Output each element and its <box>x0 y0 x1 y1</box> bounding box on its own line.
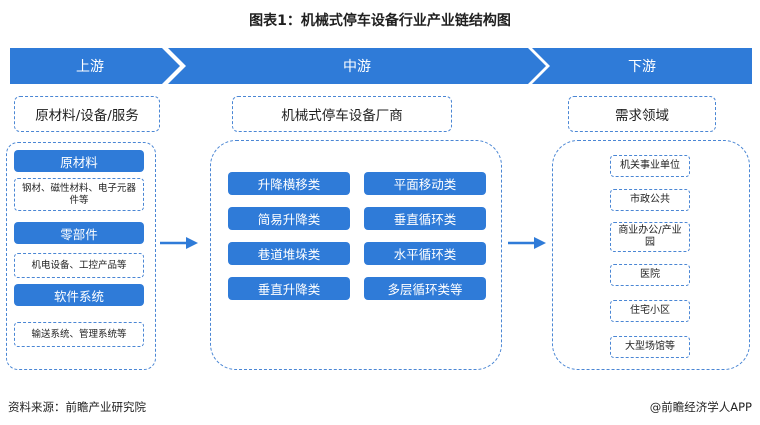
chevron-shape <box>532 48 752 84</box>
midstream-header: 机械式停车设备厂商 <box>232 96 452 132</box>
source-note: 资料来源：前瞻产业研究院 <box>8 400 146 414</box>
arrow-right-icon <box>508 237 546 249</box>
downstream-item: 大型场馆等 <box>610 336 690 358</box>
stage-upstream: 上游 <box>10 48 180 84</box>
chevron-shape <box>10 48 180 84</box>
midstream-item: 垂直升降类 <box>228 277 350 300</box>
upstream-detail-components: 机电设备、工控产品等 <box>14 253 144 278</box>
midstream-item: 水平循环类 <box>364 242 486 265</box>
midstream-item: 简易升降类 <box>228 207 350 230</box>
midstream-item: 多层循环类等 <box>364 277 486 300</box>
midstream-item: 平面移动类 <box>364 172 486 195</box>
stage-downstream-label: 下游 <box>628 59 656 75</box>
chevron-shape <box>168 48 546 84</box>
midstream-item: 升降横移类 <box>228 172 350 195</box>
downstream-header: 需求领域 <box>568 96 716 132</box>
stage-downstream: 下游 <box>532 48 752 84</box>
midstream-item: 垂直循环类 <box>364 207 486 230</box>
page-title: 图表1：机械式停车设备行业产业链结构图 <box>249 13 511 29</box>
stage-midstream: 中游 <box>168 48 546 84</box>
upstream-group-components: 零部件 <box>14 222 144 244</box>
downstream-item: 机关事业单位 <box>610 155 690 177</box>
downstream-item: 市政公共 <box>610 189 690 211</box>
downstream-item: 商业办公/产业园 <box>610 222 690 252</box>
arrow-right-icon <box>160 237 198 249</box>
upstream-header: 原材料/设备/服务 <box>14 96 160 132</box>
downstream-item: 住宅小区 <box>610 300 690 322</box>
midstream-item: 巷道堆垛类 <box>228 242 350 265</box>
brand-note: @前瞻经济学人APP <box>649 400 752 414</box>
stage-midstream-label: 中游 <box>343 59 371 75</box>
upstream-detail-raw-materials: 钢材、磁性材料、电子元器件等 <box>14 178 144 211</box>
upstream-group-raw-materials: 原材料 <box>14 150 144 172</box>
upstream-group-software: 软件系统 <box>14 284 144 306</box>
upstream-detail-software: 输送系统、管理系统等 <box>14 322 144 347</box>
downstream-item: 医院 <box>610 264 690 286</box>
downstream-panel <box>552 140 750 370</box>
stage-upstream-label: 上游 <box>76 59 104 75</box>
